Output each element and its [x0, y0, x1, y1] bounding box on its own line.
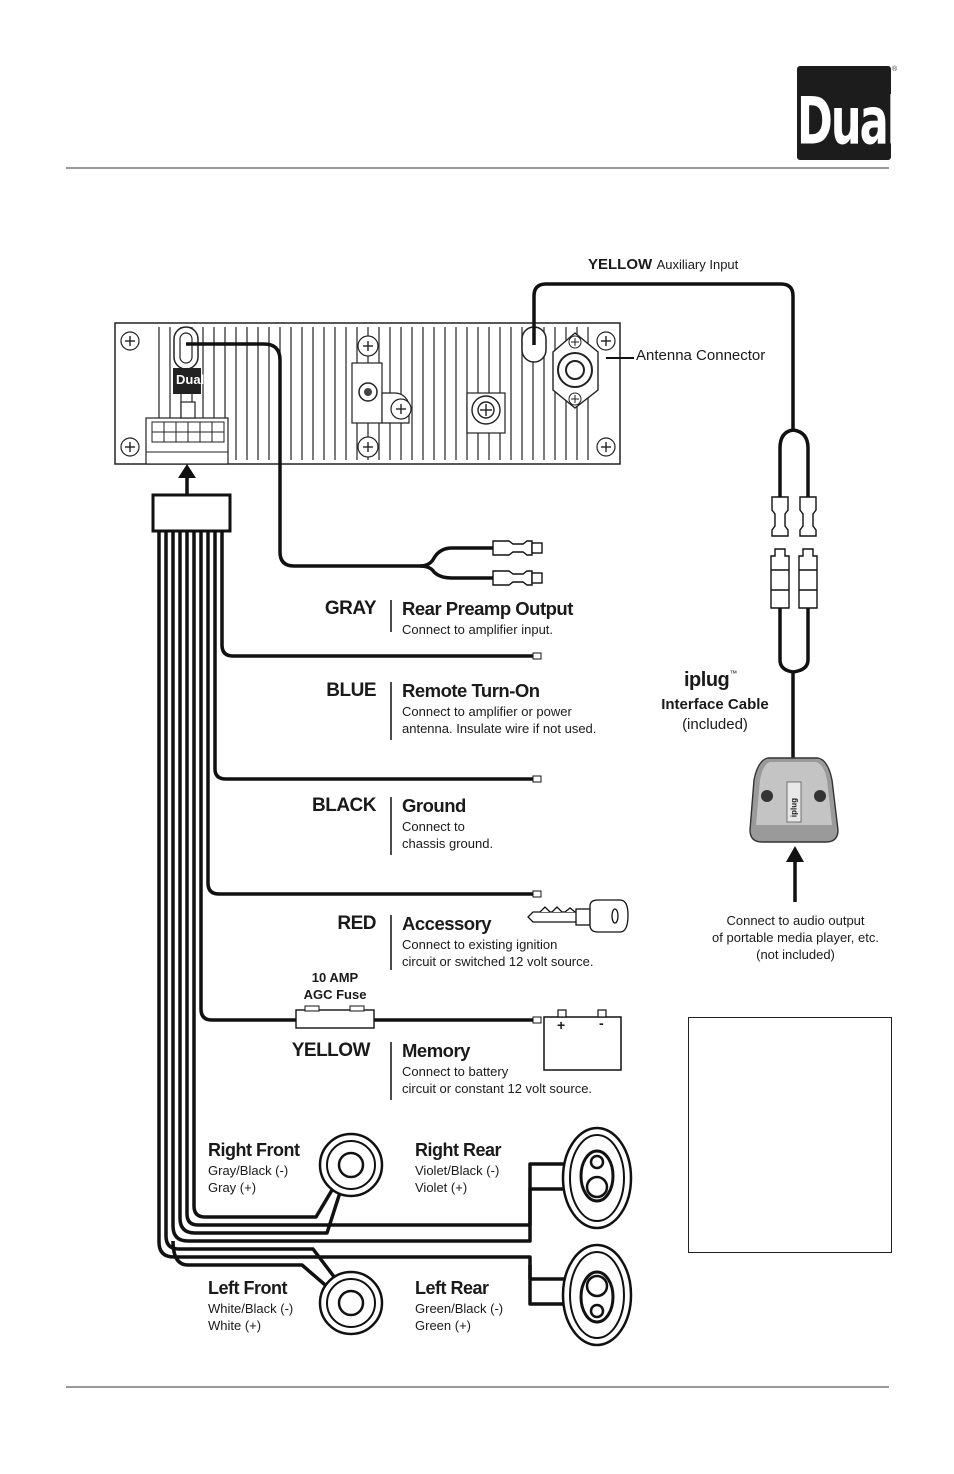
battery-icon — [543, 1009, 622, 1071]
harness-plug — [151, 493, 232, 533]
antenna-socket-icon — [552, 332, 599, 409]
aux-cable — [532, 282, 810, 758]
wire-title-memory: Memory — [402, 1040, 470, 1061]
iplug-module-icon — [749, 757, 839, 843]
fuse-icon — [295, 1009, 375, 1029]
speaker-pos-right-rear: Violet (+) — [415, 1180, 468, 1195]
harness-wires — [157, 531, 564, 1306]
fuse-label-amp: 10 AMP — [311, 970, 359, 985]
wire-desc-line: Connect to — [402, 819, 465, 834]
speaker-pos-right-front: Gray (+) — [208, 1180, 257, 1195]
head-unit-badge — [173, 368, 201, 394]
up-arrow-icon — [178, 464, 196, 494]
iplug-logo-text: iplug — [684, 669, 730, 691]
head-unit-chassis — [114, 322, 621, 465]
antenna-leader-line — [606, 357, 634, 359]
footer-rule — [66, 1386, 889, 1388]
up-arrow-icon — [786, 846, 804, 902]
battery-minus: - — [599, 1015, 604, 1031]
speaker-pos-left-rear: Green (+) — [415, 1318, 471, 1333]
iplug-logo: iplug™ — [684, 669, 737, 692]
speaker-title-left-rear: Left Rear — [415, 1278, 489, 1298]
note-box — [688, 1017, 892, 1253]
aux-input-text: Auxiliary Input — [656, 257, 739, 272]
wire-title-rear-preamp: Rear Preamp Output — [402, 598, 573, 619]
wire-desc-line: Connect to amplifier or power — [402, 704, 572, 719]
wire-desc-line: chassis ground. — [402, 836, 494, 851]
speaker-title-left-front: Left Front — [208, 1278, 287, 1298]
aux-input-color: YELLOW — [588, 256, 653, 273]
iplug-cable-label: Interface Cable — [661, 696, 769, 713]
iplug-included-label: (included) — [682, 716, 748, 733]
iplug-connect-note: (not included) — [756, 947, 835, 962]
wire-color-blue: BLUE — [326, 680, 376, 701]
iplug-connect-note: of portable media player, etc. — [712, 930, 879, 945]
wire-title-accessory: Accessory — [402, 913, 492, 934]
speaker-right-rear-icon — [561, 1126, 633, 1230]
iplug-connect-note: Connect to audio output — [726, 913, 865, 928]
antenna-connector-label: Antenna Connector — [636, 347, 766, 364]
wire-color-yellow: YELLOW — [291, 1040, 371, 1061]
wire-title-remote-turn-on: Remote Turn-On — [402, 680, 540, 701]
speaker-left-front-icon — [318, 1270, 384, 1336]
wire-desc-line: Connect to battery — [402, 1064, 509, 1079]
brand-logo: Dual — [797, 66, 902, 160]
rca-plug-icon — [492, 540, 543, 586]
speaker-neg-left-rear: Green/Black (-) — [415, 1301, 504, 1316]
iplug-tm: ™ — [729, 669, 738, 678]
fuse-label-type: AGC Fuse — [303, 987, 367, 1002]
preamp-cable — [186, 342, 495, 580]
speaker-left-rear-icon — [561, 1243, 633, 1347]
speaker-neg-left-front: White/Black (-) — [208, 1301, 294, 1316]
iplug-module-label: iplug — [789, 797, 799, 818]
speaker-right-front-icon — [318, 1132, 384, 1198]
battery-plus: + — [557, 1017, 566, 1033]
head-unit-badge-text: Dual — [176, 372, 205, 387]
wire-desc-line: circuit or constant 12 volt source. — [402, 1081, 593, 1096]
speaker-neg-right-front: Gray/Black (-) — [208, 1163, 289, 1178]
speaker-pos-left-front: White (+) — [208, 1318, 262, 1333]
speaker-neg-right-rear: Violet/Black (-) — [415, 1163, 500, 1178]
rca-pair-icon — [770, 496, 818, 609]
registered-mark: ® — [892, 66, 898, 73]
aux-input-label: YELLOW Auxiliary Input — [588, 256, 738, 274]
wire-color-gray: GRAY — [324, 598, 377, 619]
wire-color-red: RED — [337, 913, 376, 934]
wire-desc-line: antenna. Insulate wire if not used. — [402, 721, 597, 736]
wire-title-ground: Ground — [402, 795, 466, 816]
brand-logo-text: Dual — [797, 84, 902, 160]
speaker-title-right-front: Right Front — [208, 1140, 300, 1160]
ignition-key-icon — [527, 899, 629, 933]
wire-color-black: BLACK — [312, 795, 377, 816]
speaker-title-right-rear: Right Rear — [415, 1140, 502, 1160]
wire-desc-line: Connect to existing ignition — [402, 937, 558, 952]
wire-desc-line: Connect to amplifier input. — [402, 622, 554, 637]
header-rule — [66, 167, 889, 169]
wire-desc-line: circuit or switched 12 volt source. — [402, 954, 594, 969]
